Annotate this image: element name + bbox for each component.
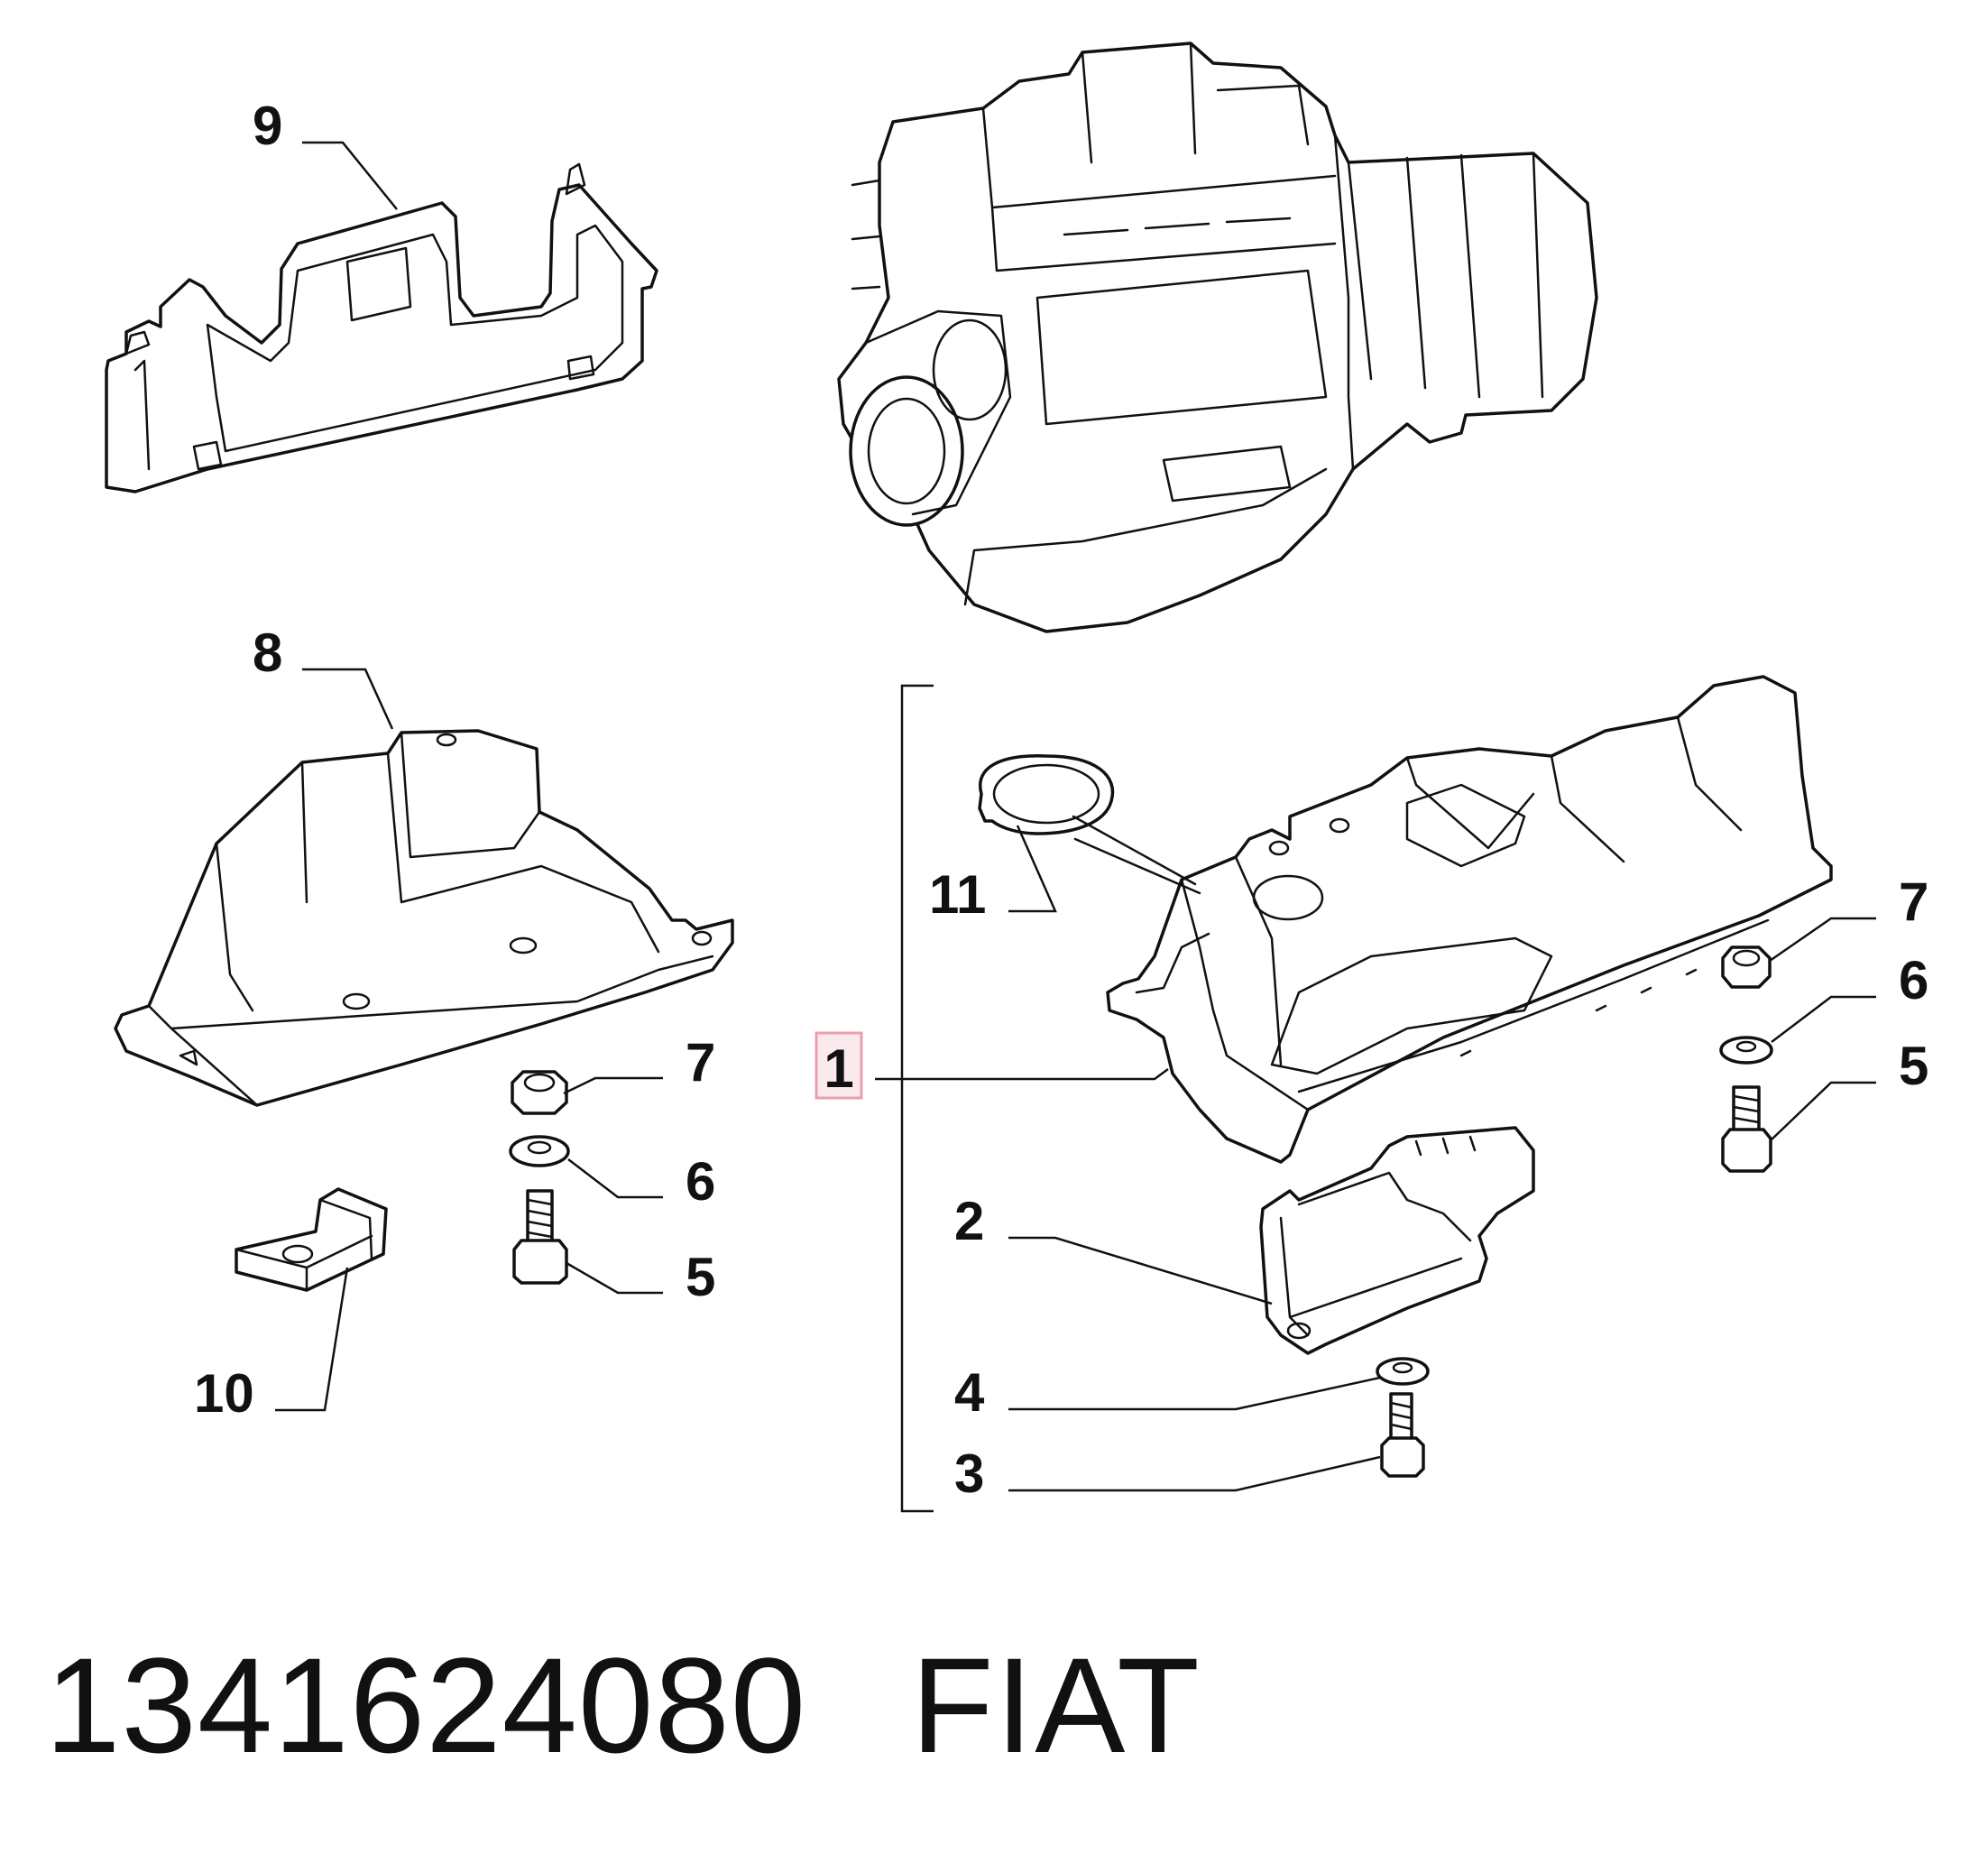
exploded-parts-diagram: 9 8 11 1 7 6 5 10 7 6 5 2 4 3 <box>105 42 1928 1513</box>
callout-3: 3 <box>954 1443 984 1504</box>
callout-7-left: 7 <box>686 1032 715 1093</box>
part-number: 1341624080 <box>45 1629 807 1781</box>
part-9-upper-shield <box>105 162 658 493</box>
callout-6-left: 6 <box>686 1151 715 1212</box>
engine-block-illustration <box>837 42 1598 633</box>
callout-11: 11 <box>929 864 986 925</box>
part-2-lower-plate <box>1259 1126 1535 1355</box>
callout-5-left: 5 <box>686 1247 715 1307</box>
brand-name: FIAT <box>911 1629 1201 1781</box>
part-10-bracket <box>235 1187 388 1292</box>
callout-6-right: 6 <box>1899 950 1928 1010</box>
callout-8: 8 <box>253 623 282 683</box>
left-fasteners <box>509 1070 570 1285</box>
callout-5-right: 5 <box>1899 1036 1928 1096</box>
part-11-cover-seal <box>978 754 1201 895</box>
callout-labels: 9 8 11 1 7 6 5 10 7 6 5 2 4 3 <box>194 96 1928 1504</box>
callout-1: 1 <box>824 1038 853 1099</box>
callout-2: 2 <box>954 1191 984 1251</box>
part-8-left-undertray <box>114 729 734 1107</box>
right-fasteners <box>1719 945 1773 1173</box>
callout-4: 4 <box>954 1362 985 1423</box>
callout-10: 10 <box>194 1363 254 1424</box>
assembly-bracket <box>900 684 934 1513</box>
leader-lines <box>275 141 1876 1492</box>
callout-9: 9 <box>253 96 282 156</box>
callout-1-highlight <box>815 1031 863 1100</box>
callout-7-right: 7 <box>1899 872 1928 932</box>
bottom-fasteners <box>1376 1357 1430 1478</box>
part-1-main-undertray <box>1106 675 1833 1164</box>
